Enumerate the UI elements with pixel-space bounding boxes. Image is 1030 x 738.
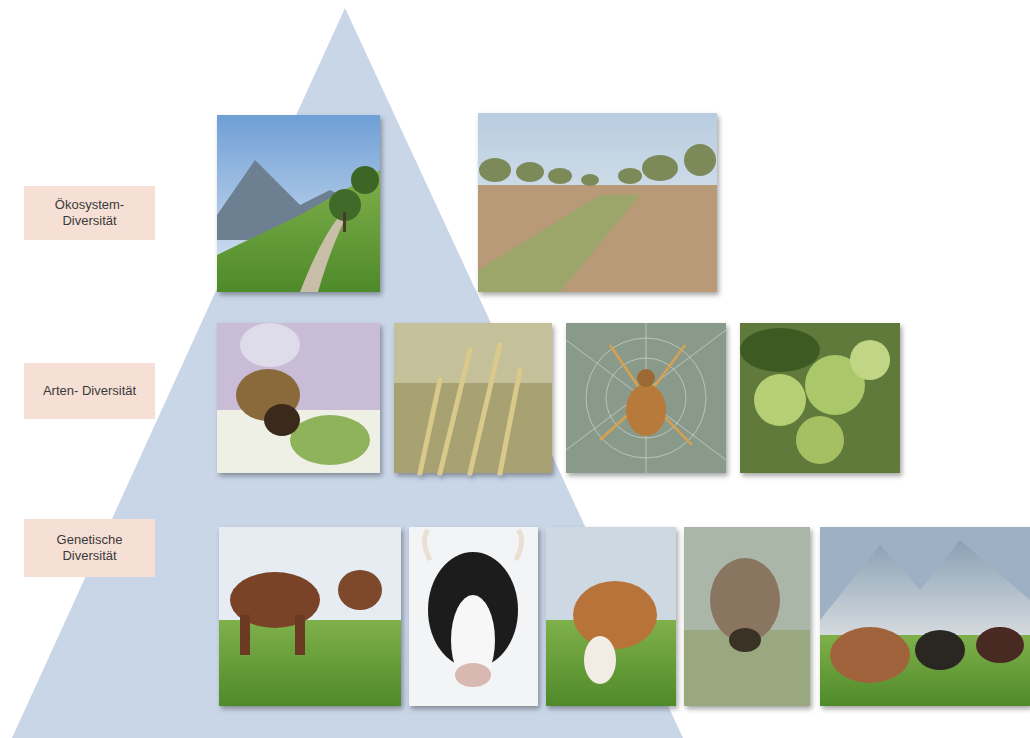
- olive-field-photo: [478, 113, 717, 292]
- level-label: Ökosystem- Diversität: [34, 197, 145, 229]
- spider-photo: [566, 323, 726, 473]
- highland-cattle-photo: [820, 527, 1030, 706]
- grey-cow-photo: [684, 527, 810, 706]
- apple-photo: [740, 323, 900, 473]
- wheat-photo: [394, 323, 552, 473]
- bee-photo: [217, 323, 380, 473]
- level-label-box: Arten- Diversität: [24, 363, 155, 419]
- level-label-box: Ökosystem- Diversität: [24, 186, 155, 240]
- brown-cow-photo: [546, 527, 676, 706]
- cattle-photo: [219, 527, 401, 706]
- holstein-photo: [409, 527, 538, 706]
- level-label-box: Genetische Diversität: [24, 519, 155, 577]
- level-label: Genetische Diversität: [34, 532, 145, 564]
- level-label: Arten- Diversität: [43, 383, 136, 399]
- landscape-photo: [217, 115, 380, 292]
